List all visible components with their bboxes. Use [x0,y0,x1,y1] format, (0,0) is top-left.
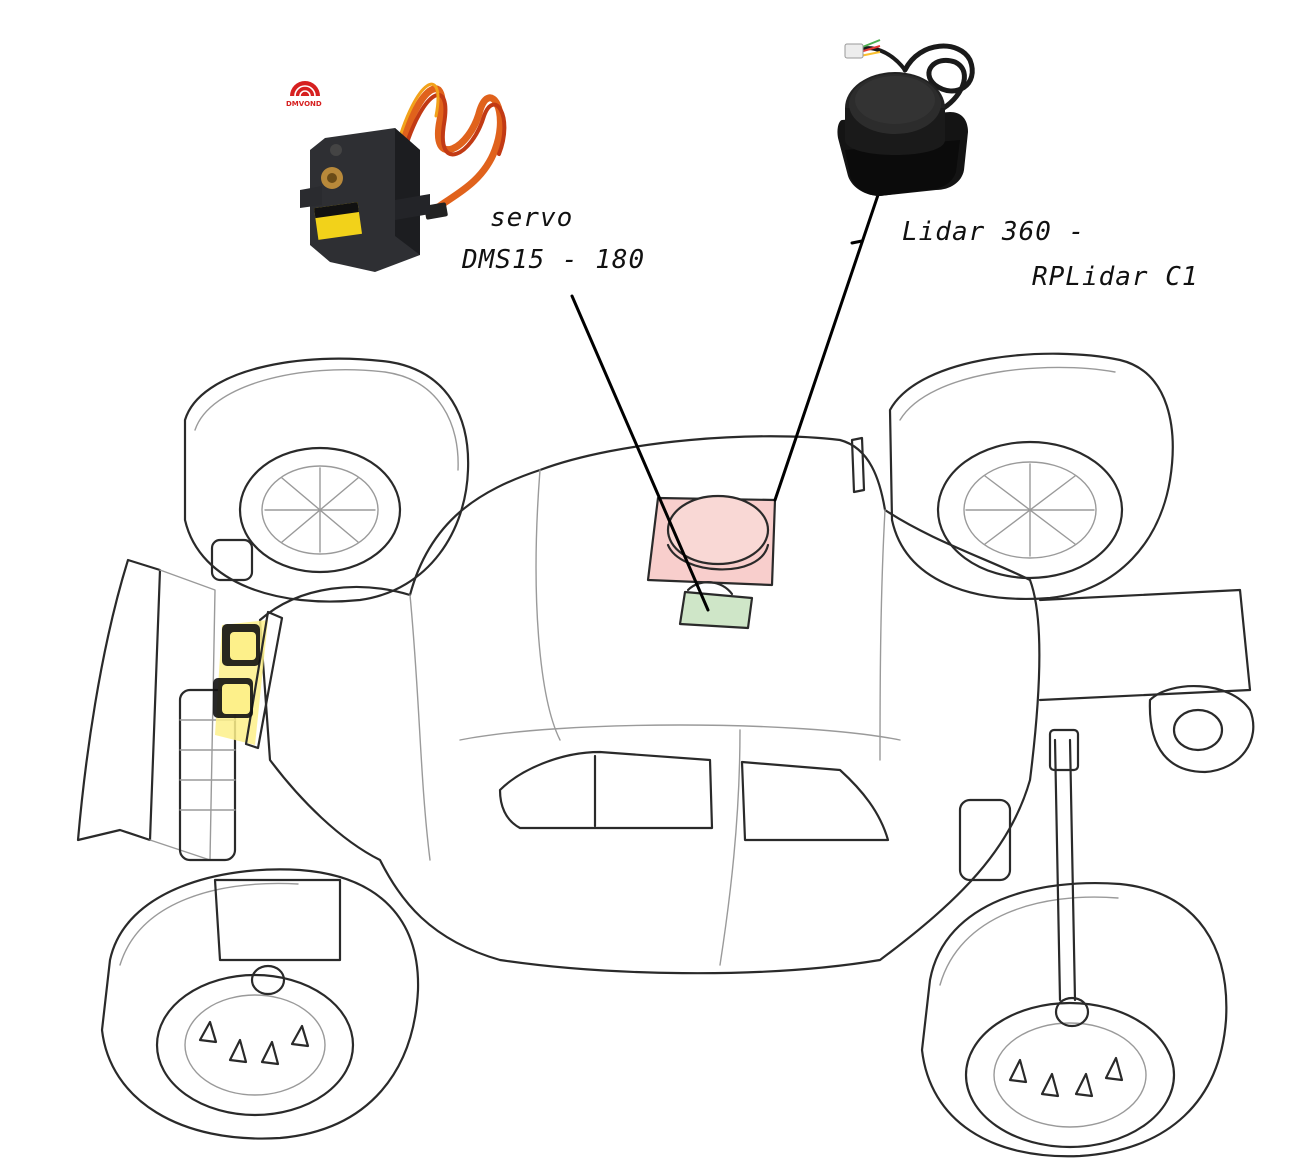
lidar-label-line2: RPLidar C1 [1032,262,1199,292]
tire-rear-left [185,359,468,602]
tire-front-left [102,869,418,1138]
servo-mount-highlight [680,582,752,628]
lidar-label-tick [852,241,862,243]
bumper-highlight [213,612,282,748]
servo-label-line1: servo [490,203,573,233]
lidar-sensor-icon [837,40,972,196]
servo-label-line2: DMS15 - 180 [461,245,645,275]
car-sketch [78,354,1253,1157]
front-bumper [78,560,215,860]
dmvond-logo-icon: DMVOND [286,81,322,108]
lidar-label-line1: Lidar 360 - [902,217,1085,247]
suspension-left [180,540,340,994]
lidar-mount-highlight [648,496,775,585]
servo-brand-text: DMVOND [286,100,322,108]
servo-motor-icon: DMVOND [286,81,504,272]
tire-rear-right [890,354,1173,599]
servo-leader-line [572,296,708,610]
annotations: servo DMS15 - 180 Lidar 360 - RPLidar C1 [461,203,1199,292]
